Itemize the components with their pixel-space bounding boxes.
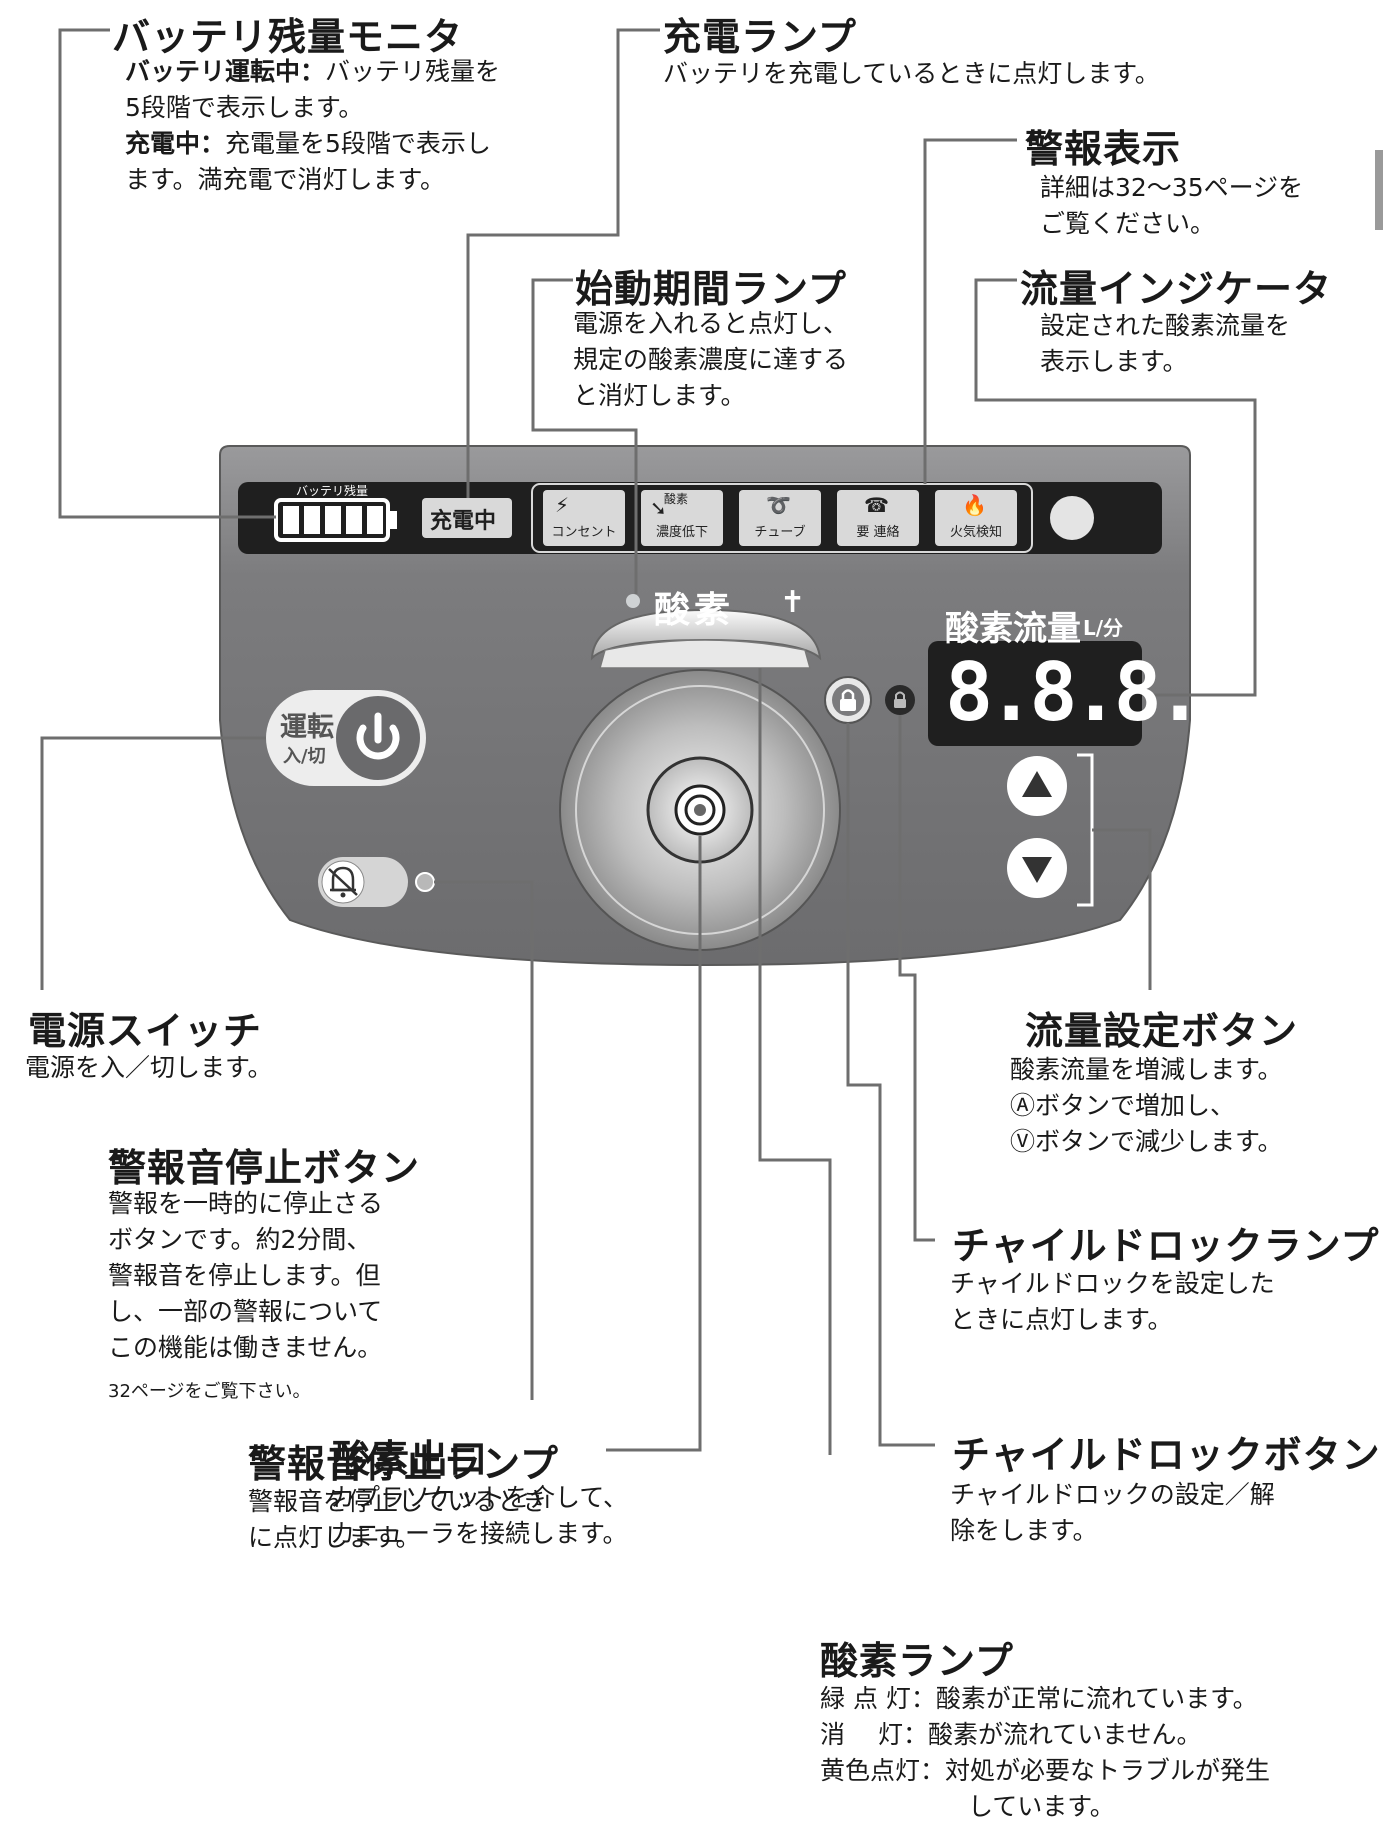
child-lock-button-line1: チャイルドロックの設定／解 (950, 1480, 1275, 1509)
charging-label: 充電中 (430, 509, 497, 534)
battery-monitor-line2: 5段階で表示します。 (125, 93, 364, 122)
flow-buttons-line3: Ⓥボタンで減少します。 (1010, 1127, 1283, 1156)
alarm-mute-lamp (415, 872, 435, 892)
oxygen-lamp-row2: 消 灯：酸素が流れていません。 (820, 1720, 1202, 1749)
child-lock-lamp (885, 685, 915, 715)
flow-down-button[interactable] (1007, 838, 1067, 898)
alarm-display-title: 警報表示 (1025, 127, 1182, 171)
alarm-stop-lamp-line1: 警報音を停止しているとき (248, 1487, 548, 1516)
child-lock-lamp-line1: チャイルドロックを設定した (950, 1269, 1275, 1298)
flow-indicator-line2: 表示します。 (1040, 347, 1188, 376)
tube-icon: ➰ (766, 493, 791, 517)
oxygen-lamp-title: 酸素ランプ (820, 1639, 1014, 1683)
alarm-stop-lamp-line2: に点灯します。 (248, 1523, 421, 1552)
oxygen-lamp-row3-cont: しています。 (968, 1792, 1115, 1821)
oxygen-lamp-row3: 黄色点灯：対処が必要なトラブルが発生 (820, 1756, 1271, 1785)
child-lock-lamp-line2: ときに点灯します。 (950, 1305, 1173, 1334)
flow-panel-label: 酸素流量 (945, 609, 1081, 649)
power-switch[interactable] (266, 690, 426, 786)
alarm-stop-button-title: 警報音停止ボタン (108, 1146, 421, 1190)
flow-unit-label: L/分 (1083, 616, 1124, 640)
child-lock-button-title: チャイルドロックボタン (952, 1433, 1381, 1477)
concentration-drop-icon: ➘ (650, 496, 667, 520)
outlet-icon: ⚡ (555, 493, 570, 517)
fire-detect-icon: 🔥 (962, 493, 987, 517)
alarm-stop-button-line3: 警報音を停止します。但 (108, 1261, 381, 1290)
battery-monitor-title: バッテリ残量モニタ (112, 15, 464, 59)
charge-lamp-title: 充電ランプ (663, 15, 857, 59)
alarm-mute-button[interactable] (318, 857, 408, 907)
charge-lamp-desc: バッテリを充電しているときに点灯します。 (663, 59, 1160, 88)
alarm-label-tube: チューブ (754, 525, 806, 540)
alarm-display-line1: 詳細は32〜35ページを (1040, 173, 1304, 202)
charging-lamp (422, 498, 512, 538)
alarm-top-oxygen: 酸素 (664, 492, 689, 506)
phone-contact-icon: ☎ (864, 493, 889, 517)
child-lock-button[interactable] (824, 676, 872, 724)
alarm-stop-button-note: 32ページをご覧下さい。 (108, 1381, 311, 1402)
power-label-onoff: 入/切 (283, 746, 326, 767)
oxygen-lamp-row1: 緑 点 灯：酸素が正常に流れています。 (820, 1684, 1258, 1713)
battery-monitor-line4: ます。満充電で消灯します。 (125, 165, 446, 194)
battery-monitor-line1: バッテリ運転中：バッテリ残量を (125, 57, 501, 86)
child-lock-lamp-title: チャイルドロックランプ (952, 1224, 1380, 1268)
flow-buttons-line2: Ⓐボタンで増加し、 (1010, 1091, 1236, 1120)
alarm-label-concentration: 濃度低下 (655, 525, 708, 540)
battery-label: バッテリ残量 (296, 484, 369, 498)
child-lock-button-line2: 除をします。 (950, 1516, 1098, 1545)
oxygen-outlet-port[interactable] (646, 756, 754, 864)
battery-monitor-line3: 充電中：充電量を5段階で表示し (125, 129, 491, 158)
startup-lamp-line2: 規定の酸素濃度に達する (573, 345, 849, 374)
alarm-stop-button-line1: 警報を一時的に停止さる (108, 1189, 384, 1218)
power-switch-desc: 電源を入／切します。 (25, 1053, 273, 1082)
status-lamp (1050, 496, 1094, 540)
oxygen-outlet-line2: カニューラを接続します。 (330, 1519, 628, 1548)
startup-lamp-title: 始動期間ランプ (575, 267, 847, 311)
flow-up-button[interactable] (1007, 756, 1067, 816)
person-icon: ✝ (780, 585, 806, 620)
flow-indicator-line1: 設定された酸素流量を (1040, 311, 1291, 340)
alarm-stop-lamp-title: 警報音停止ランプ (248, 1442, 559, 1486)
alarm-stop-button-line4: し、一部の警報について (108, 1297, 383, 1326)
alarm-display-line2: ご覧ください。 (1040, 209, 1216, 238)
alarm-label-outlet: コンセント (551, 525, 617, 540)
alarm-label-fire: 火気検知 (949, 525, 1002, 540)
startup-lamp-line1: 電源を入れると点灯し、 (573, 309, 849, 338)
page-edge-tab (1375, 150, 1383, 230)
alarm-label-contact: 要 連絡 (856, 525, 900, 540)
oxygen-outlet-title: 酸素出口 (332, 1437, 489, 1481)
power-switch-title: 電源スイッチ (28, 1009, 263, 1053)
oxygen-lamp (626, 594, 640, 608)
alarm-stop-button-line5: この機能は働きません。 (108, 1333, 383, 1362)
startup-lamp-line3: と消灯します。 (573, 381, 746, 410)
oxygen-panel-label: 酸素 (654, 590, 735, 631)
flow-buttons-line1: 酸素流量を増減します。 (1010, 1055, 1283, 1084)
power-label-run: 運転 (280, 712, 334, 743)
oxygen-outlet-line1: カプラソケットを介して、 (330, 1483, 629, 1512)
alarm-stop-button-line2: ボタンです。約2分間、 (108, 1225, 372, 1254)
flow-indicator-title: 流量インジケータ (1020, 267, 1333, 311)
flow-digits: 8.8.8. (945, 646, 1204, 739)
flow-buttons-title: 流量設定ボタン (1025, 1009, 1299, 1053)
battery-gauge (274, 498, 397, 542)
